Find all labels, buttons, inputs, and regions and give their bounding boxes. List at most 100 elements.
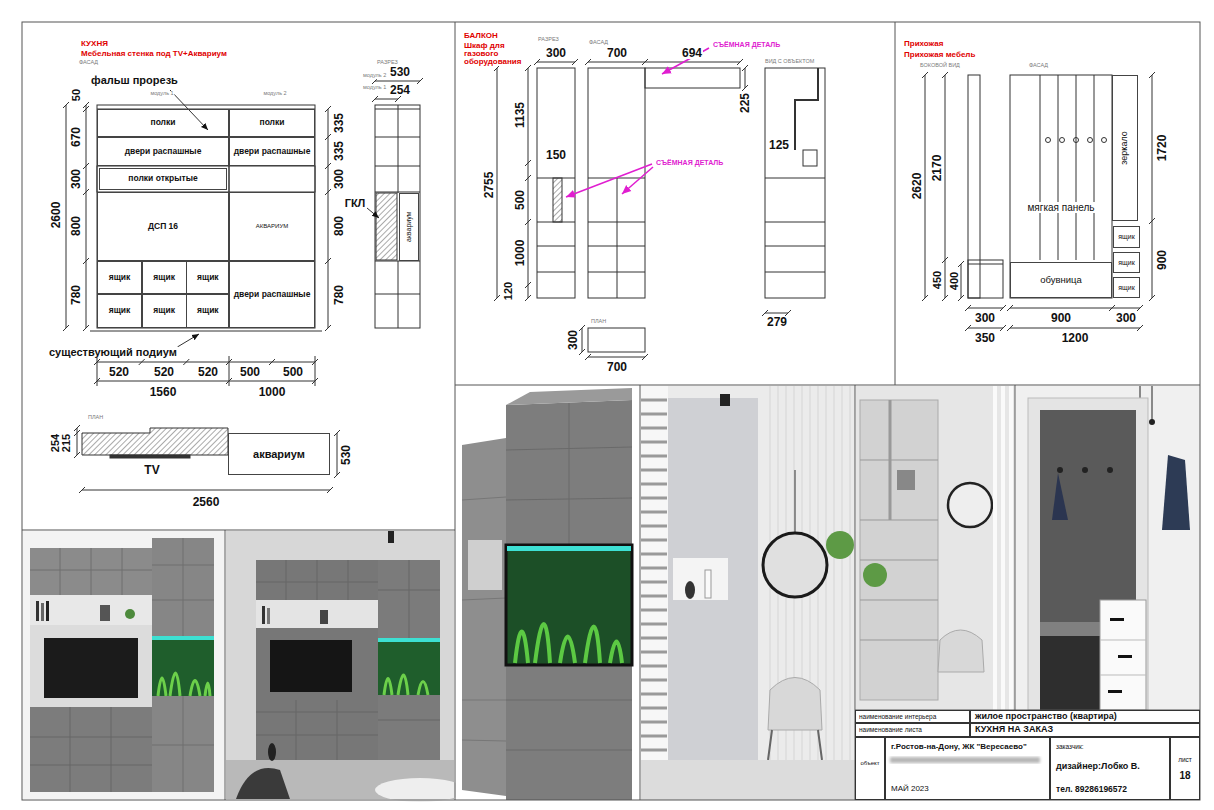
shoe-cabinet: обувница bbox=[1010, 262, 1112, 298]
dimension-value: 2600 bbox=[50, 201, 62, 230]
render-balcony-2-part bbox=[948, 483, 992, 527]
render-cabinet-aquarium-part bbox=[515, 624, 622, 663]
balcony-drawing-part bbox=[645, 68, 740, 88]
render-kitchen-1-part bbox=[30, 548, 152, 595]
node-text: полки bbox=[151, 118, 176, 127]
hallway-drawing-part bbox=[1040, 75, 1094, 260]
kitchen-drawing-part bbox=[97, 105, 315, 328]
dimension-value: 335 bbox=[333, 140, 345, 162]
drawing-label: СЪЁМНАЯ ДЕТАЛЬ bbox=[712, 41, 781, 48]
hallway-drawing-part bbox=[1149, 72, 1155, 301]
balcony-drawing-part bbox=[662, 48, 709, 74]
furniture-cell: полки bbox=[97, 109, 229, 137]
render-kitchen-1-part bbox=[44, 638, 138, 698]
dimension-value: 800 bbox=[333, 215, 345, 237]
render-balcony-2-part bbox=[938, 630, 984, 672]
render-kitchen-2-part bbox=[262, 606, 265, 624]
dimension-value: 530 bbox=[340, 444, 352, 466]
hallway-drawing-part bbox=[1060, 138, 1065, 143]
node-text: ящик bbox=[153, 273, 175, 282]
drawing-label: существующий подиум bbox=[48, 347, 178, 358]
render-balcony-1-part bbox=[685, 581, 695, 599]
render-kitchen-1-part bbox=[158, 673, 210, 696]
dimension-value: 900 bbox=[1050, 312, 1072, 324]
mirror-panel: зеркало bbox=[1112, 75, 1138, 221]
render-kitchen-1-part bbox=[46, 601, 49, 621]
title-cell: наименование листа bbox=[855, 723, 970, 737]
render-kitchen-2-part bbox=[384, 675, 428, 695]
dimension-value: 800 bbox=[70, 215, 82, 237]
drawing-label: ВИД С ОБЪЕКТОМ bbox=[764, 59, 815, 65]
node-text: двери распашные bbox=[234, 290, 311, 299]
dimension-value: 120 bbox=[503, 281, 514, 301]
render-hallway-part bbox=[1107, 467, 1113, 473]
drawing-label: СЪЁМНАЯ ДЕТАЛЬ bbox=[655, 159, 724, 166]
dimension-value: 2560 bbox=[192, 496, 221, 508]
hallway-drawing-part bbox=[968, 260, 1003, 298]
drawing-label: Мебельная стенка под TV+Аквариум bbox=[80, 50, 228, 58]
render-hallway-part bbox=[1162, 455, 1190, 530]
kitchen-drawing-part bbox=[97, 166, 229, 192]
furniture-cell: полки bbox=[229, 109, 315, 137]
dimension-value: 300 bbox=[1115, 312, 1137, 324]
node-text: аквариум bbox=[253, 448, 305, 460]
blurred-address bbox=[890, 757, 1040, 763]
node-text: ящик bbox=[197, 306, 219, 315]
dimension-value: 254 bbox=[389, 84, 411, 96]
kitchen-drawing-part bbox=[375, 105, 420, 328]
node-text: наименование интерьера bbox=[859, 713, 936, 720]
node-text: двери распашные bbox=[125, 147, 202, 156]
title-cell: КУХНЯ НА ЗАКАЗ bbox=[970, 723, 1200, 737]
dimension-value: 350 bbox=[974, 332, 996, 344]
node-text: лист bbox=[1178, 756, 1192, 763]
node-text: двери распашные bbox=[234, 147, 311, 156]
render-kitchen-1-part bbox=[125, 609, 135, 619]
title-cell: объект bbox=[855, 737, 885, 800]
dimension-value: 530 bbox=[389, 66, 411, 78]
node-text: ящик bbox=[1118, 233, 1135, 241]
render-kitchen-1-part bbox=[30, 595, 152, 625]
dimension-value: 500 bbox=[239, 366, 261, 378]
render-kitchen-1-part bbox=[152, 636, 214, 640]
sheet-frame-part bbox=[22, 22, 1200, 800]
dimension-value: 335 bbox=[333, 112, 345, 134]
render-kitchen-2-part bbox=[267, 608, 270, 624]
render-kitchen-2-part bbox=[256, 600, 378, 628]
render-cabinet-aquarium-part bbox=[506, 400, 632, 800]
drawing-label: модуль 2 bbox=[362, 73, 387, 79]
node-text: обувница bbox=[1040, 275, 1082, 285]
render-balcony-2 bbox=[856, 386, 1015, 710]
balcony-drawing-part bbox=[795, 68, 818, 150]
render-balcony-2-part bbox=[995, 386, 1011, 710]
balcony-drawing-part bbox=[534, 59, 743, 65]
render-kitchen-1-part bbox=[30, 625, 152, 707]
drawer-box: ящик bbox=[1113, 252, 1140, 273]
drawing-label: КУХНЯ bbox=[80, 40, 109, 48]
render-kitchen-1-part bbox=[30, 548, 152, 792]
blurred-address-part bbox=[890, 757, 1040, 763]
node-text: зеркало bbox=[1120, 131, 1130, 165]
render-balcony-1-part bbox=[641, 386, 855, 800]
render-hallway-part bbox=[1040, 410, 1136, 622]
hallway-drawing-part bbox=[965, 325, 1143, 331]
drawing-label: фальш прорезь bbox=[90, 75, 179, 86]
render-balcony-2-part bbox=[863, 563, 887, 587]
render-cabinet-aquarium-part bbox=[506, 545, 632, 665]
dimension-value: 300 bbox=[70, 168, 82, 190]
kitchen-drawing-part bbox=[63, 102, 331, 384]
title-cell: жилое пространство (квартира) bbox=[970, 710, 1200, 723]
node-text: 18 bbox=[1179, 770, 1190, 781]
drawer-box: ящик bbox=[1113, 277, 1140, 298]
node-text: тел. 89286196572 bbox=[1056, 785, 1127, 794]
kitchen-drawing-part bbox=[66, 105, 328, 386]
sheet-frame bbox=[22, 22, 1200, 800]
render-cabinet-aquarium-part bbox=[468, 540, 502, 590]
render-kitchen-1-part bbox=[23, 531, 224, 799]
render-hallway-part bbox=[1016, 386, 1200, 710]
sheet-number-cell: лист 18 bbox=[1170, 737, 1200, 800]
render-kitchen-2-part bbox=[268, 743, 276, 761]
dimension-value: 500 bbox=[514, 189, 526, 211]
hallway-drawing-part bbox=[1102, 138, 1107, 143]
drawing-label: ГКЛ bbox=[344, 198, 367, 209]
render-kitchen-2-part bbox=[378, 560, 440, 760]
